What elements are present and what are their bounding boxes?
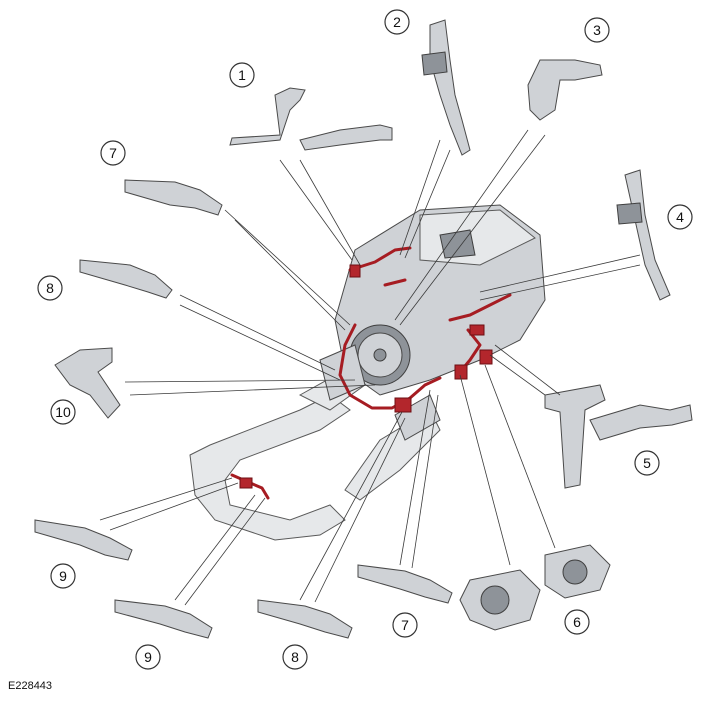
leader-lines bbox=[99, 129, 641, 606]
figure-reference: E228443 bbox=[8, 680, 53, 692]
component-7-sensor-upper bbox=[124, 179, 223, 216]
callout-8-lower: 8 bbox=[282, 644, 308, 670]
callout-9-left: 9 bbox=[50, 563, 76, 589]
callout-5-label: 5 bbox=[643, 455, 651, 471]
callout-10: 10 bbox=[50, 399, 76, 425]
component-8-sensor-upper bbox=[79, 259, 173, 299]
callout-3: 3 bbox=[584, 17, 610, 43]
callout-6: 6 bbox=[564, 609, 590, 635]
component-10-sensor bbox=[54, 347, 121, 419]
engine-wiring-harness bbox=[230, 246, 512, 500]
callout-7-upper: 7 bbox=[100, 140, 126, 166]
callout-1-label: 1 bbox=[238, 67, 246, 83]
callout-8-lower-label: 8 bbox=[291, 649, 299, 665]
callout-2: 2 bbox=[384, 9, 410, 35]
callout-8-upper: 8 bbox=[37, 275, 63, 301]
callout-7-lower: 7 bbox=[392, 612, 418, 638]
callout-9-left-label: 9 bbox=[59, 568, 67, 584]
callout-10-label: 10 bbox=[55, 404, 71, 420]
component-9-sensor-lower bbox=[114, 599, 213, 639]
callout-1: 1 bbox=[229, 62, 255, 88]
component-3-sensor bbox=[527, 59, 603, 121]
component-4-injector bbox=[616, 169, 671, 301]
callout-3-label: 3 bbox=[593, 22, 601, 38]
callout-6-label: 6 bbox=[573, 614, 581, 630]
callout-4: 4 bbox=[667, 204, 693, 230]
callout-5: 5 bbox=[634, 450, 660, 476]
component-6-pump bbox=[459, 544, 611, 631]
callout-4-label: 4 bbox=[676, 209, 684, 225]
callout-9-lower: 9 bbox=[135, 644, 161, 670]
callout-7-lower-label: 7 bbox=[401, 617, 409, 633]
component-1-sensor bbox=[229, 87, 393, 151]
component-7-sensor-lower bbox=[357, 564, 453, 604]
callout-9-lower-label: 9 bbox=[144, 649, 152, 665]
engine-block bbox=[319, 204, 546, 441]
callout-8-upper-label: 8 bbox=[46, 280, 54, 296]
component-8-sensor-lower bbox=[257, 599, 353, 639]
component-5-ignition-coil bbox=[544, 384, 693, 489]
callout-2-label: 2 bbox=[393, 14, 401, 30]
exhaust-pipe bbox=[189, 369, 441, 541]
callout-7-upper-label: 7 bbox=[109, 145, 117, 161]
component-2-injector bbox=[421, 19, 471, 156]
component-9-sensor-left bbox=[34, 519, 133, 561]
